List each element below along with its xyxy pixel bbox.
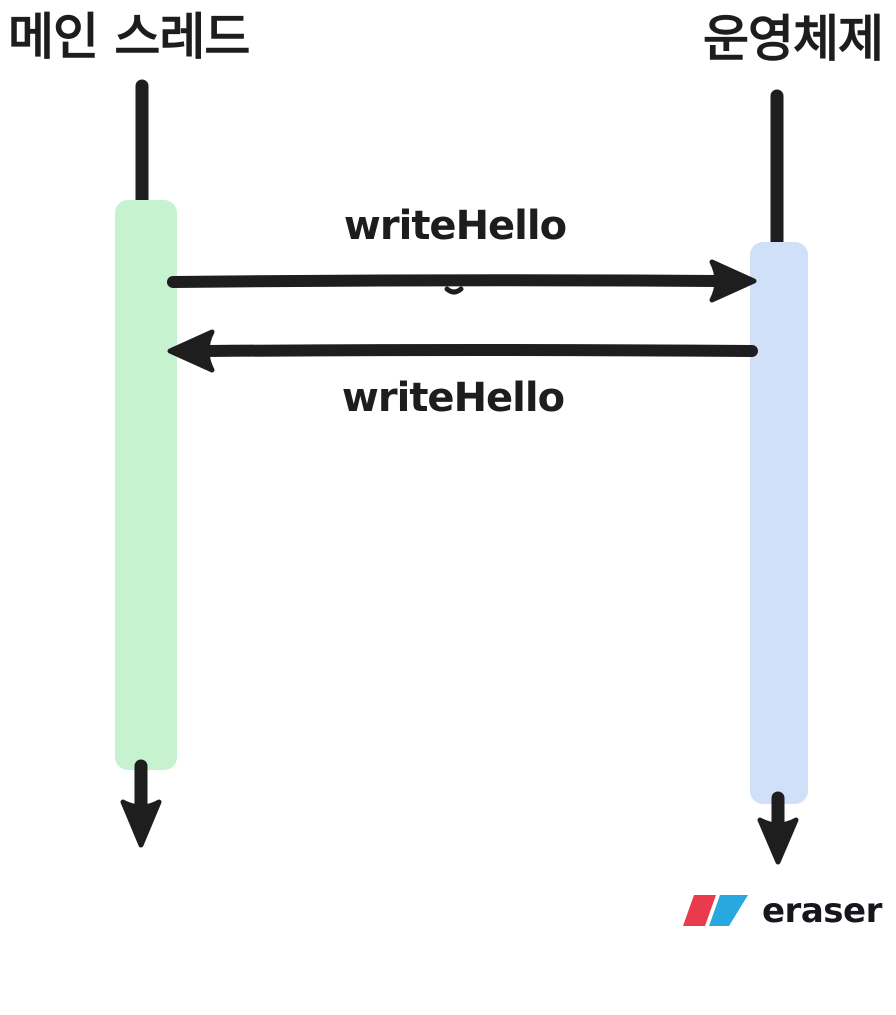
eraser-logo: eraser xyxy=(676,892,882,930)
eraser-logo-red-shape xyxy=(683,895,716,926)
participant-label-main-thread: 메인 스레드 xyxy=(8,8,250,66)
eraser-logo-text: eraser xyxy=(762,891,882,931)
lifeline-os-end-arrow-icon xyxy=(757,817,799,865)
message-label-2: writeHello xyxy=(341,375,565,421)
message-2-line xyxy=(202,344,758,357)
participant-label-os: 운영체제 xyxy=(703,10,884,68)
activation-bar-main-thread xyxy=(115,200,177,770)
message-label-1: writeHello xyxy=(343,203,567,249)
message-1-line xyxy=(167,274,722,288)
eraser-logo-icon xyxy=(683,895,748,926)
message-1-sketch-notch xyxy=(444,286,464,295)
message-2-arrowhead-icon xyxy=(167,329,215,373)
message-1-arrowhead-icon xyxy=(709,259,757,303)
activation-bar-os xyxy=(750,242,808,804)
lifeline-main-thread-end-arrow-icon xyxy=(120,799,162,848)
eraser-logo-blue-shape xyxy=(709,895,748,926)
